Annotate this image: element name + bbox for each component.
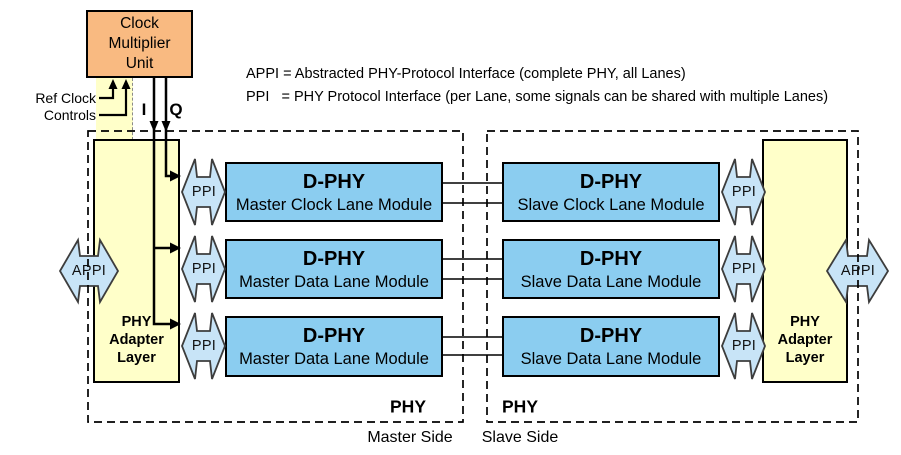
ppi-label-slave-data1: PPI [731, 261, 757, 277]
dphy-master-clock-lane-module: D-PHY Master Clock Lane Module [225, 162, 443, 222]
q-down-arrowhead [161, 121, 171, 132]
signal-q-label: Q [169, 100, 183, 119]
ppi-label-master-data1: PPI [191, 261, 217, 277]
signal-i-label: I [141, 100, 147, 119]
i-down-arrowhead [149, 121, 159, 132]
ppi-label-slave-data2: PPI [731, 338, 757, 354]
dphy-slave-data-lane-module-1: D-PHY Slave Data Lane Module [502, 239, 720, 299]
module-title: D-PHY [579, 247, 643, 270]
dphy-slave-data-lane-module-2: D-PHY Slave Data Lane Module [502, 316, 720, 377]
ref-clock-controls-label: Ref Clock Controls [35, 90, 96, 123]
dphy-master-data-lane-module-2: D-PHY Master Data Lane Module [225, 316, 443, 377]
module-subtitle: Slave Data Lane Module [520, 350, 702, 368]
module-title: D-PHY [302, 325, 366, 347]
slave-side-label: Slave Side [481, 429, 559, 446]
dphy-master-data-lane-module-1: D-PHY Master Data Lane Module [225, 239, 443, 299]
module-title: D-PHY [579, 325, 643, 347]
module-title: D-PHY [302, 247, 366, 270]
master-phy-label: PHY [390, 396, 426, 417]
module-subtitle: Slave Clock Lane Module [517, 195, 705, 214]
slave-phy-adapter-layer: PHY Adapter Layer [762, 139, 848, 383]
module-subtitle: Slave Data Lane Module [520, 272, 702, 291]
lane-interconnect-lines [443, 182, 502, 356]
dphy-slave-clock-lane-module: D-PHY Slave Clock Lane Module [502, 162, 720, 222]
ppi-label-master-data2: PPI [191, 338, 217, 354]
clock-path-band [96, 78, 133, 140]
module-subtitle: Master Clock Lane Module [235, 195, 433, 214]
module-title: D-PHY [302, 170, 366, 193]
ppi-label-slave-clock: PPI [731, 184, 757, 200]
module-subtitle: Master Data Lane Module [239, 350, 429, 368]
module-title: D-PHY [579, 170, 643, 193]
appi-label-slave: APPI [840, 263, 876, 279]
master-side-label: Master Side [367, 429, 453, 446]
master-phy-adapter-layer: PHY Adapter Layer [93, 139, 180, 383]
clock-multiplier-unit: Clock Multiplier Unit [86, 10, 193, 78]
module-subtitle: Master Data Lane Module [239, 272, 429, 291]
legend-ppi-line: PPI = PHY Protocol Interface (per Lane, … [246, 89, 829, 105]
slave-phy-label: PHY [502, 396, 538, 417]
appi-label-master: APPI [71, 263, 107, 279]
legend-appi-line: APPI = Abstracted PHY-Protocol Interface… [246, 66, 686, 82]
ppi-label-master-clock: PPI [191, 184, 217, 200]
